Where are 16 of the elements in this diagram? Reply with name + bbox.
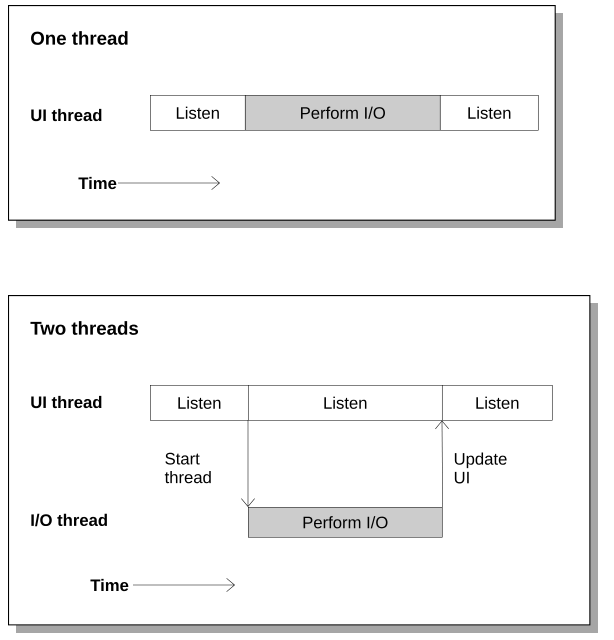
timeline-cell: Listen: [150, 385, 249, 420]
timeline-cell: Listen: [442, 385, 553, 420]
timeline-cell: Perform I/O: [245, 95, 440, 130]
panel-title: One thread: [31, 31, 128, 45]
timeline-cell: Perform I/O: [248, 507, 443, 538]
edge-label: Update UI: [454, 452, 507, 484]
timeline-cell: Listen: [248, 385, 443, 420]
arrow: [435, 420, 449, 508]
row-label: UI thread: [30, 396, 102, 408]
row-label: I/O thread: [30, 514, 108, 526]
timeline-cell: Listen: [150, 95, 246, 130]
edge-label: Start thread: [164, 452, 211, 484]
arrow: [241, 420, 255, 507]
timeline-cell: Listen: [440, 95, 539, 130]
panel-title: Two threads: [30, 321, 138, 335]
row-label: UI thread: [30, 108, 102, 122]
